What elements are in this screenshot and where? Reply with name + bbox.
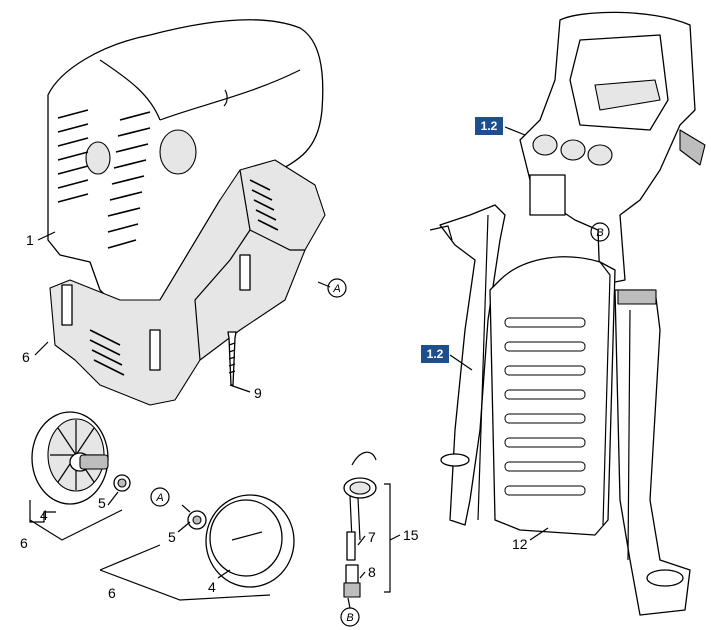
callout-6-front: 6 [108, 585, 116, 601]
handle [519, 11, 706, 286]
callout-12: 12 [512, 536, 528, 552]
svg-text:1.2: 1.2 [481, 119, 498, 133]
svg-text:A: A [155, 492, 163, 504]
base-frame [49, 159, 326, 406]
callout-7: 7 [368, 529, 376, 545]
marker-b-1: B [590, 222, 610, 242]
leader-lines [29, 126, 549, 609]
svg-text:B: B [596, 227, 603, 239]
marker-b-2: B [340, 607, 360, 627]
callout-5-rear: 5 [98, 495, 106, 511]
callout-15: 15 [403, 527, 419, 543]
callout-6-rear: 6 [20, 535, 28, 551]
callout-6-base: 6 [22, 349, 30, 365]
svg-text:1.2: 1.2 [427, 347, 444, 361]
callout-9: 9 [254, 385, 262, 401]
callout-5-front: 5 [168, 529, 176, 545]
hose-coupling [343, 451, 377, 598]
callout-1: 1 [26, 232, 34, 248]
vent-ribs-left [57, 109, 151, 249]
wheel-rear [31, 411, 131, 505]
wheel-front [187, 494, 295, 588]
panel-slots [504, 317, 586, 496]
callout-4-front: 4 [208, 579, 216, 595]
badge-top: 1.2 [475, 117, 503, 135]
housing-cover [47, 19, 324, 311]
right-column [614, 289, 691, 616]
marker-a-2: A [150, 487, 170, 507]
screw [227, 331, 237, 386]
rear-panel [489, 256, 616, 536]
badge-mid: 1.2 [421, 345, 449, 363]
svg-text:B: B [346, 612, 353, 624]
callout-8: 8 [368, 564, 376, 580]
marker-a-1: A [327, 278, 347, 298]
callout-4-rear: 4 [40, 507, 48, 523]
side-bracket [429, 204, 506, 526]
svg-text:A: A [332, 283, 340, 295]
